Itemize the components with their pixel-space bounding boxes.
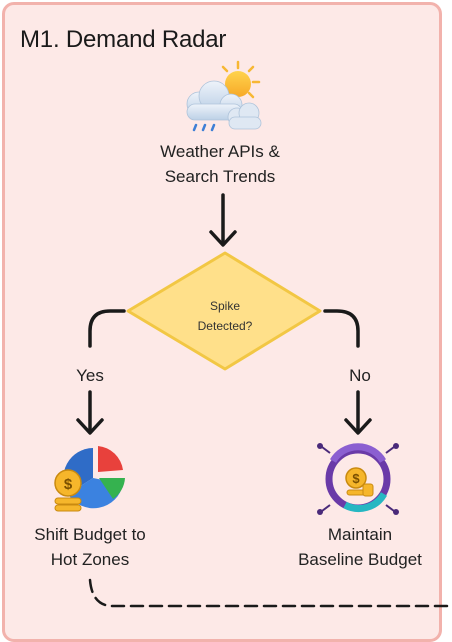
maintain-budget-node-label: Maintain Baseline Budget — [275, 522, 445, 572]
decision-node-label: Spike Detected? — [170, 296, 280, 336]
shift-budget-label-line-1: Shift Budget to — [34, 525, 146, 544]
maintain-budget-label-line-2: Baseline Budget — [298, 550, 422, 569]
no-branch-connector — [323, 309, 372, 435]
panel-title: M1. Demand Radar — [20, 26, 227, 53]
arrow-source-to-decision — [209, 193, 237, 247]
no-edge-label: No — [349, 366, 371, 385]
source-label-line-1: Weather APIs & — [160, 142, 280, 161]
shift-budget-node-label: Shift Budget to Hot Zones — [10, 522, 170, 572]
source-label-line-2: Search Trends — [164, 167, 276, 186]
svg-text:$: $ — [64, 476, 73, 493]
decision-diamond — [126, 251, 322, 371]
weather-cloud-sun-rain-icon — [186, 60, 262, 132]
shift-budget-label-line-2: Hot Zones — [50, 550, 130, 569]
yes-edge-label: Yes — [76, 366, 104, 385]
yes-branch-connector — [76, 309, 126, 435]
decision-label-line-1: Spike — [209, 299, 241, 313]
decision-label-line-2: Detected? — [197, 319, 253, 333]
svg-text:$: $ — [352, 471, 360, 486]
budget-cycle-coins-icon: $ — [317, 443, 399, 515]
budget-pie-chart-coins-icon: $ — [54, 446, 125, 512]
flow-diagram: $ $ — [54, 60, 452, 608]
maintain-budget-label-line-1: Maintain — [327, 525, 393, 544]
source-node-label: Weather APIs & Search Trends — [140, 139, 300, 189]
dashed-continuation-line — [88, 578, 452, 608]
